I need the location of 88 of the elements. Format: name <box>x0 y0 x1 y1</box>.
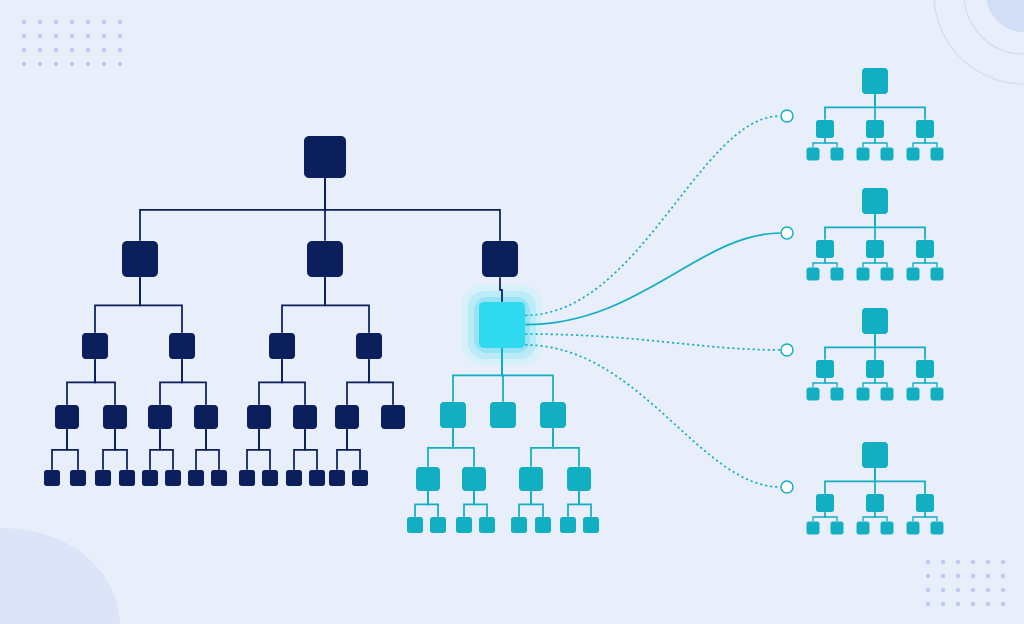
tree-box <box>82 333 108 359</box>
tree-connector <box>281 358 306 406</box>
tree-connector <box>924 511 938 522</box>
tree-box <box>416 467 440 491</box>
tree-connector <box>530 490 544 518</box>
tree-box <box>44 470 60 486</box>
tree-connector <box>205 428 220 471</box>
tree-box <box>540 402 566 428</box>
tree-box <box>165 470 181 486</box>
tree-box <box>916 120 934 138</box>
tree-box <box>352 470 368 486</box>
tree-connector <box>66 428 79 471</box>
tree-box <box>188 470 204 486</box>
tree-connector <box>324 276 370 334</box>
tree-box <box>169 333 195 359</box>
tree-connector <box>924 257 938 268</box>
tree-box <box>479 302 525 348</box>
tree-box <box>866 120 884 138</box>
curved-connector <box>524 333 782 351</box>
tree-box <box>356 333 382 359</box>
tree-box <box>309 470 325 486</box>
tree-box <box>194 405 218 429</box>
tree-connector <box>159 428 174 471</box>
tree-box <box>381 405 405 429</box>
tree-box <box>262 470 278 486</box>
tree-box <box>55 405 79 429</box>
tree-connector <box>874 137 888 148</box>
tree-connector <box>824 257 838 268</box>
tree-connector <box>181 358 207 406</box>
tree-connector <box>924 137 938 148</box>
tree-connector <box>304 428 318 471</box>
tree-box <box>286 470 302 486</box>
tree-box <box>211 470 227 486</box>
tree-connector <box>824 137 838 148</box>
tree-connector <box>368 358 394 406</box>
tree-connector <box>924 377 938 388</box>
tree-box <box>103 405 127 429</box>
tree-connector <box>824 377 838 388</box>
tree-box <box>866 240 884 258</box>
tree-box <box>95 470 111 486</box>
tree-connector <box>94 358 116 406</box>
tree-box <box>490 402 516 428</box>
tree-box <box>269 333 295 359</box>
tree-box <box>304 136 346 178</box>
tree-box <box>293 405 317 429</box>
tree-box <box>519 467 543 491</box>
tree-connector <box>114 428 128 471</box>
tree-box <box>335 405 359 429</box>
tree-connector <box>578 490 592 518</box>
tree-box <box>239 470 255 486</box>
tree-box <box>122 241 158 277</box>
tree-connector <box>874 213 926 241</box>
tree-connector <box>552 427 580 468</box>
tree-box <box>862 442 888 468</box>
tree-box <box>70 470 86 486</box>
tree-box <box>862 68 888 94</box>
tree-connector <box>874 93 926 121</box>
tree-connector <box>473 490 488 518</box>
tree-connector <box>824 511 838 522</box>
tree-connector <box>874 511 888 522</box>
tree-connector <box>324 177 501 242</box>
tree-connector <box>874 257 888 268</box>
tree-connector <box>874 377 888 388</box>
tree-connector <box>499 276 503 303</box>
tree-box <box>862 188 888 214</box>
tree-connector <box>501 347 554 403</box>
tree-box <box>440 402 466 428</box>
tree-box <box>307 241 343 277</box>
tree-box <box>816 120 834 138</box>
tree-connector <box>139 276 183 334</box>
tree-box <box>462 467 486 491</box>
tree-box <box>816 240 834 258</box>
curved-connector <box>524 232 782 326</box>
tree-box <box>148 405 172 429</box>
tree-connector <box>452 427 475 468</box>
tree-box <box>862 308 888 334</box>
tree-connector <box>258 428 271 471</box>
tree-box <box>482 241 518 277</box>
tree-box <box>142 470 158 486</box>
tree-box <box>247 405 271 429</box>
tree-box <box>329 470 345 486</box>
tree-box <box>567 467 591 491</box>
tree-box <box>916 240 934 258</box>
tree-connector <box>346 428 361 471</box>
tree-connector <box>427 490 439 518</box>
tree-connector <box>874 333 926 361</box>
tree-connector <box>874 467 926 495</box>
tree-box <box>119 470 135 486</box>
